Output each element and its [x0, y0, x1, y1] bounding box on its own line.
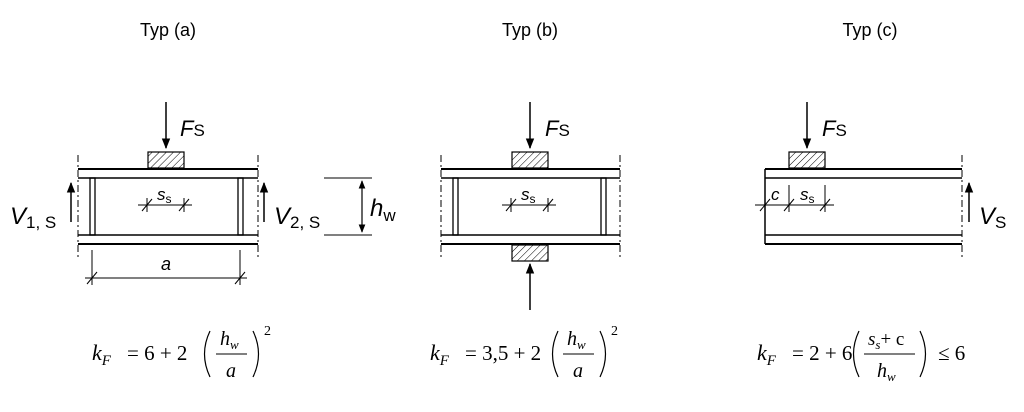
web-height-label: hw: [370, 195, 396, 225]
stiffener-left: [452, 177, 459, 236]
svg-text:kF: kF: [430, 340, 450, 369]
shear-label-right: V2, S: [274, 203, 320, 232]
panel-title: Typ (c): [842, 20, 897, 40]
panel-type-a: Typ (a) FS ss V1, S V: [10, 20, 396, 382]
svg-text:= 6 + 2: = 6 + 2: [127, 341, 187, 365]
stiffener-spacing-label: a: [161, 254, 171, 274]
bearing-width-dimension: [502, 198, 556, 212]
shear-label: VS: [979, 203, 1006, 232]
end-distance-dimension: [755, 185, 834, 212]
svg-text:hw: hw: [220, 328, 239, 352]
panel-type-c: Typ (c) FS c ss VS kF = 2 + 6: [755, 20, 1006, 384]
bearing-plate-bottom: [511, 244, 549, 262]
svg-text:a: a: [226, 360, 236, 382]
stiffener-right: [237, 177, 244, 236]
bearing-width-label: ss: [800, 185, 815, 206]
svg-text:a: a: [573, 360, 583, 382]
svg-text:= 3,5 + 2: = 3,5 + 2: [465, 341, 541, 365]
stiffener-right: [600, 177, 607, 236]
stiffener-spacing-dimension: [85, 250, 247, 285]
girder: [764, 155, 963, 260]
svg-text:2: 2: [611, 324, 618, 339]
bearing-plate-top: [147, 151, 185, 169]
bearing-width-label: ss: [521, 185, 536, 206]
svg-text:kF: kF: [92, 340, 112, 369]
girder: [440, 155, 621, 260]
svg-text:= 2 + 6: = 2 + 6: [792, 341, 852, 365]
load-label: FS: [822, 116, 847, 141]
stiffener-left: [89, 177, 96, 236]
svg-text:2: 2: [264, 324, 271, 339]
bearing-plate-top: [511, 151, 549, 169]
bearing-plate-top: [788, 151, 826, 169]
formula-b: kF = 3,5 + 2 hw a 2: [430, 324, 618, 382]
svg-text:hw: hw: [877, 360, 896, 384]
bearing-width-dimension: [138, 198, 192, 212]
load-label: FS: [180, 116, 205, 141]
svg-text:kF: kF: [757, 340, 777, 369]
web-height-dimension: [324, 177, 372, 236]
load-label: FS: [545, 116, 570, 141]
panel-title: Typ (a): [140, 20, 196, 40]
panel-type-b: Typ (b) FS ss kF = 3,5 + 2 hw: [430, 20, 621, 382]
panel-title: Typ (b): [502, 20, 558, 40]
svg-text:hw: hw: [567, 328, 586, 352]
formula-c: kF = 2 + 6 ss+ c hw ≤ 6: [757, 329, 965, 384]
svg-text:≤ 6: ≤ 6: [938, 341, 965, 365]
svg-text:ss+ c: ss+ c: [868, 329, 904, 352]
girder: [77, 155, 259, 260]
shear-label-left: V1, S: [10, 203, 56, 232]
formula-a: kF = 6 + 2 hw a 2: [92, 324, 271, 382]
end-distance-label: c: [771, 185, 780, 204]
bearing-width-label: ss: [157, 185, 172, 206]
